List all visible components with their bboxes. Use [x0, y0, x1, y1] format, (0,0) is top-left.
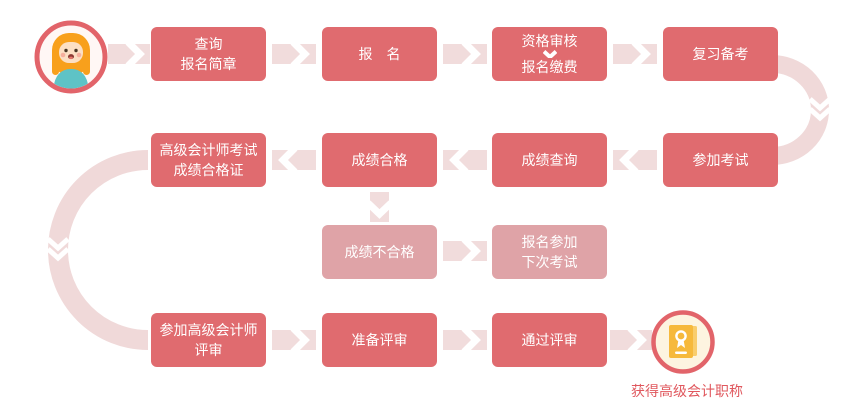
step-label: 复习备考 — [692, 46, 749, 62]
step-score-fail: 成绩不合格 — [322, 225, 437, 279]
step-join-review: 参加高级会计师 评审 — [151, 313, 266, 367]
arrow-register-to-review — [443, 44, 487, 64]
step-retry-next-exam: 报名参加 下次考试 — [492, 225, 607, 279]
step-qualification-review-pay: 资格审核 报名缴费 — [492, 27, 607, 81]
arrow-fail-to-retry — [443, 241, 487, 261]
step-query-brochure: 查询 报名简章 — [151, 27, 266, 81]
arrow-query-to-register — [272, 44, 316, 64]
right-arc-chevron-icon — [808, 97, 832, 112]
step-label: 参加考试 — [692, 152, 749, 168]
end-title-label: 获得高级会计职称 — [631, 383, 743, 399]
arrow-pass-to-fail-down — [370, 192, 389, 222]
left-arc-chevron-icon — [46, 237, 70, 252]
arrow-exam-to-scorequery — [613, 150, 657, 170]
left-arc-connector — [48, 150, 149, 350]
step-register: 报 名 — [322, 27, 437, 81]
certificate-medal-icon — [651, 310, 715, 374]
down-chevron-icon — [542, 50, 557, 58]
arrow-review-to-prepare — [613, 44, 657, 64]
step-label: 成绩查询 — [521, 152, 578, 168]
step-label: 成绩不合格 — [344, 244, 415, 260]
step-label: 成绩合格证 — [173, 162, 244, 178]
step-take-exam: 参加考试 — [663, 133, 778, 187]
step-label: 报名参加 — [521, 234, 578, 250]
girl-avatar-icon — [34, 20, 108, 94]
step-label: 报 名 — [358, 46, 401, 62]
step-label: 成绩合格 — [351, 152, 408, 168]
step-label: 查询 — [194, 36, 223, 52]
step-score-pass: 成绩合格 — [322, 133, 437, 187]
step-label: 资格审核 — [521, 33, 578, 49]
step-score-query: 成绩查询 — [492, 133, 607, 187]
step-pass-review: 通过评审 — [492, 313, 607, 367]
step-label: 准备评审 — [351, 332, 408, 348]
arrow-passreview-to-end — [610, 330, 652, 350]
step-label: 高级会计师考试 — [159, 142, 258, 158]
step-label: 下次考试 — [521, 254, 578, 270]
step-prepare-review: 准备评审 — [322, 313, 437, 367]
arrow-preparereview-to-pass — [443, 330, 487, 350]
step-prepare-exam: 复习备考 — [663, 27, 778, 81]
step-label: 参加高级会计师 — [159, 322, 258, 338]
arrow-joinreview-to-prepare — [272, 330, 316, 350]
step-label: 通过评审 — [521, 332, 578, 348]
step-pass-certificate: 高级会计师考试 成绩合格证 — [151, 133, 266, 187]
step-label: 报名缴费 — [521, 59, 578, 75]
left-arc-chevron-icon — [46, 247, 70, 262]
arrow-pass-to-certificate — [272, 150, 316, 170]
right-arc-chevron-icon — [808, 107, 832, 122]
step-label: 评审 — [194, 342, 223, 358]
arrow-start-to-query — [108, 44, 150, 64]
step-label: 报名简章 — [180, 56, 237, 72]
arrow-scorequery-to-pass — [443, 150, 487, 170]
